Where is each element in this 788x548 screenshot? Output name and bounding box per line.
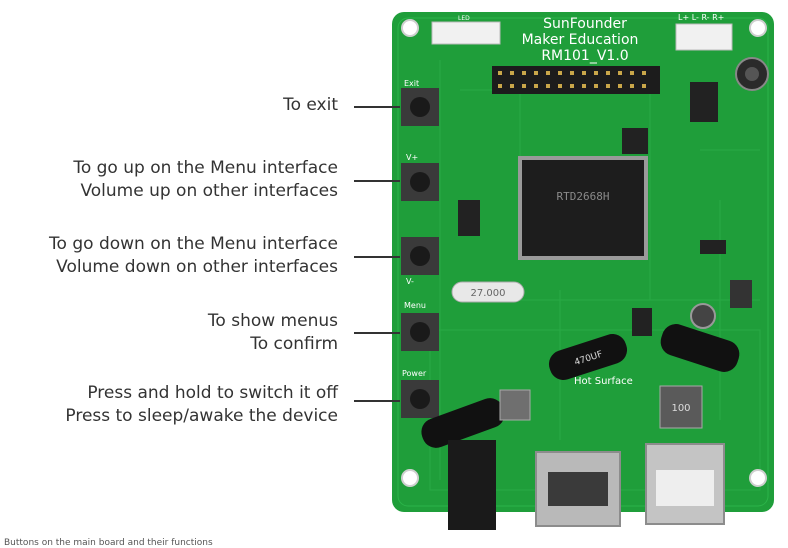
crystal xyxy=(451,281,525,303)
leader-power xyxy=(354,400,400,402)
exit-silk: Exit xyxy=(404,79,419,88)
led-silk: LED xyxy=(458,15,470,22)
leader-menu xyxy=(354,332,400,334)
hot-surface-silk: Hot Surface xyxy=(574,376,633,387)
leader-exit xyxy=(354,106,400,108)
menu-silk: Menu xyxy=(404,301,426,310)
mounting-hole xyxy=(749,469,767,487)
vplus-silk: V+ xyxy=(406,153,418,162)
capacitor-470uf xyxy=(548,334,628,380)
annotation-exit-line-1: To exit xyxy=(283,95,338,115)
inductor-marking: 100 xyxy=(671,403,690,414)
capacitor-right xyxy=(660,324,740,372)
annotation-exit: To exit xyxy=(283,94,338,117)
speaker-silk: L+ L- R- R+ xyxy=(678,13,724,22)
annotation-volume-up-line-2: Volume up on other interfaces xyxy=(80,181,338,201)
inductor-right xyxy=(659,385,703,429)
annotation-volume-down-line-1: To go down on the Menu interface xyxy=(49,234,338,254)
annotation-power: Press and hold to switch it off Press to… xyxy=(65,382,338,428)
annotation-menu: To show menus To confirm xyxy=(208,310,338,356)
inductor-left xyxy=(499,389,531,421)
power-silk: Power xyxy=(402,369,427,378)
annotation-power-line-2: Press to sleep/awake the device xyxy=(65,406,338,426)
pin-header xyxy=(492,66,660,94)
annotation-volume-down: To go down on the Menu interface Volume … xyxy=(49,233,338,279)
figure-caption: Buttons on the main board and their func… xyxy=(4,538,213,548)
capacitor-bottom-left xyxy=(421,398,505,448)
speaker-header xyxy=(675,23,733,51)
vminus-silk: V- xyxy=(406,277,414,286)
annotation-power-line-1: Press and hold to switch it off xyxy=(87,383,338,403)
brand-line-1: SunFounder xyxy=(543,16,627,32)
annotation-volume-up-line-1: To go up on the Menu interface xyxy=(73,158,338,178)
chip-marking: RTD2668H xyxy=(557,190,610,203)
led-header xyxy=(431,21,501,45)
dc-jack xyxy=(448,440,496,530)
annotation-volume-down-line-2: Volume down on other interfaces xyxy=(56,257,338,277)
annotation-menu-line-2: To confirm xyxy=(250,334,338,354)
crystal-marking: 27.000 xyxy=(471,288,506,299)
annotation-volume-up: To go up on the Menu interface Volume up… xyxy=(73,157,338,203)
mounting-hole xyxy=(749,19,767,37)
tactile-buttons xyxy=(401,88,439,418)
mounting-hole xyxy=(401,469,419,487)
leader-volume-down xyxy=(354,256,400,258)
main-chip xyxy=(518,156,648,260)
board-model: RM101_V1.0 xyxy=(541,48,628,64)
leader-volume-up xyxy=(354,180,400,182)
mounting-hole xyxy=(401,19,419,37)
brand-line-2: Maker Education xyxy=(522,32,639,48)
annotation-menu-line-1: To show menus xyxy=(207,311,338,331)
